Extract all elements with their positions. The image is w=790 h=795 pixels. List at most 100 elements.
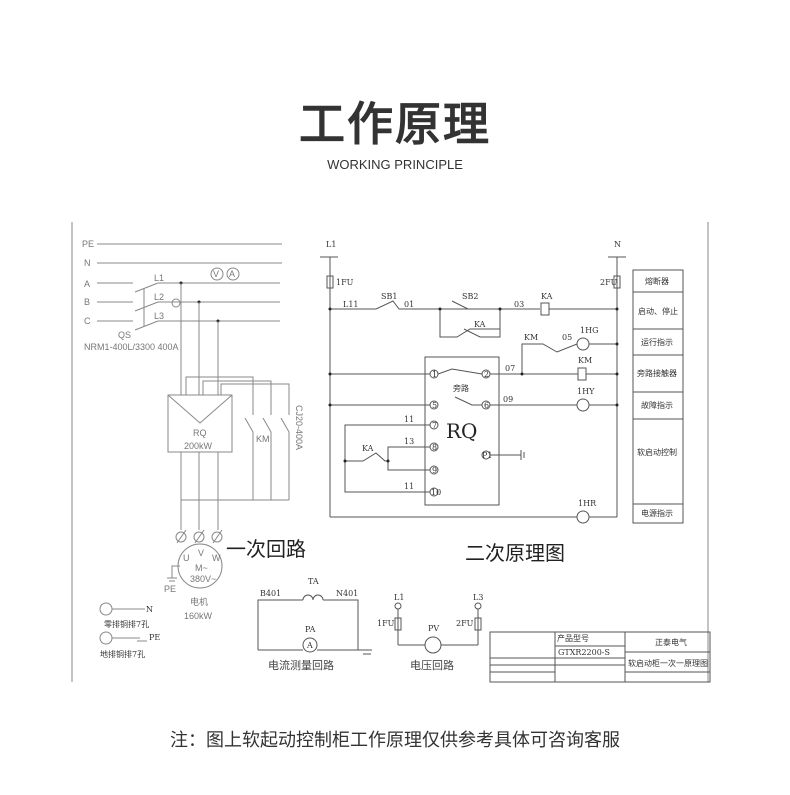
vloop-l3: L3	[473, 593, 483, 602]
terminal-8: 8	[432, 443, 437, 452]
wire-09: 09	[503, 395, 513, 404]
sec-fuse2: 2FU	[600, 278, 618, 287]
product-model: GTXR2200-S	[558, 648, 610, 657]
terminal-9: 9	[432, 466, 437, 475]
terminal-2: 2	[484, 370, 489, 379]
wire-05: 05	[562, 333, 572, 342]
voltmeter-icon	[210, 267, 224, 281]
function-bypass: 旁路接触器	[637, 368, 677, 378]
drawing-name: 软启动柜一次一原理图	[628, 658, 708, 668]
vloop-fuse1: 1FU	[377, 619, 395, 628]
legend-n-desc: 零排铜排7孔	[104, 619, 149, 629]
wire-01: 01	[404, 300, 414, 309]
motor-terminal-v: V	[198, 548, 204, 558]
wire-n401: N401	[336, 589, 358, 598]
ammeter-icon	[226, 267, 240, 281]
function-start-stop: 启动、停止	[638, 306, 678, 316]
lamp-1hr-label: 1HR	[578, 499, 597, 508]
pa-symbol: A	[306, 641, 313, 650]
busbar-legend: N 零排铜排7孔 PE 地排铜排7孔	[99, 602, 160, 659]
primary-section-label: 一次回路	[226, 537, 306, 561]
softstarter-box	[167, 394, 233, 453]
contactor-model: CJ20-400A	[294, 405, 304, 450]
function-running: 运行指示	[641, 337, 673, 347]
km-coil-icon	[577, 367, 587, 381]
rq-controller-box	[424, 356, 500, 506]
bus-pe-label: PE	[82, 239, 94, 249]
page-subtitle: WORKING PRINCIPLE	[327, 157, 463, 172]
phase-l1-label: L1	[154, 273, 164, 283]
ct-icon	[171, 298, 181, 308]
breaker-label: QS	[118, 330, 131, 340]
secondary-section-label: 二次原理图	[465, 541, 565, 565]
bus-n-label: N	[84, 258, 91, 268]
wire-11a: 11	[404, 415, 414, 424]
motor-label: 电机	[190, 596, 208, 607]
ammeter-pa-icon	[302, 637, 318, 653]
terminal-1: 1	[432, 370, 437, 379]
bypass-label: 旁路	[453, 383, 469, 393]
function-column: 熔断器 启动、停止 运行指示 旁路接触器 故障指示 软启动控制 电源指示	[632, 269, 684, 524]
voltmeter-label: V	[213, 269, 219, 279]
motor-pe-label: PE	[164, 584, 176, 594]
company-name: 正泰电气	[655, 637, 687, 647]
page-title: 工作原理	[299, 97, 491, 151]
contactor-label: KM	[256, 434, 270, 444]
function-power: 电源指示	[641, 508, 673, 518]
bus-b-label: B	[84, 297, 90, 307]
terminal-10: 10	[431, 488, 441, 497]
terminal-7: 7	[432, 421, 437, 430]
sec-l1: L1	[326, 240, 336, 249]
lamp-1hg-label: 1HG	[580, 326, 598, 335]
primary-circuit: PE N A B C L1 L2 L3 V A QS NRM1-400L/330…	[82, 239, 306, 621]
ka-contact2-label: KA	[362, 444, 374, 453]
wire-l11: L11	[343, 300, 359, 309]
legend-pe: PE	[149, 633, 160, 642]
wire-03: 03	[514, 300, 524, 309]
voltage-loop-label: 电压回路	[410, 659, 454, 672]
terminal-p1: P1	[482, 451, 492, 460]
motor-voltage: 380V~	[190, 574, 216, 584]
ka-coil-label: KA	[541, 292, 553, 301]
rq-label: RQ	[446, 419, 477, 443]
softstarter-power: 200kW	[184, 441, 213, 451]
motor-terminal-u: U	[183, 553, 190, 563]
voltage-loop: L1 L3 1FU 2FU PV 电压回路	[377, 593, 483, 672]
ammeter-label: A	[229, 269, 235, 279]
legend-pe-desc: 地排铜排7孔	[100, 649, 145, 659]
footer-note: 注：图上软起动控制柜工作原理仅供参考具体可咨询客服	[170, 730, 620, 751]
legend-n: N	[146, 605, 153, 614]
ta-coil-icon	[302, 594, 324, 601]
wire-11b: 11	[404, 482, 414, 491]
vloop-fuse2: 2FU	[456, 619, 474, 628]
lamp-1hy-icon	[576, 398, 590, 412]
bus-c-label: C	[84, 316, 91, 326]
lamp-1hy-label: 1HY	[577, 387, 595, 396]
km-contact-label: KM	[524, 333, 538, 342]
secondary-circuit: L1 N 1FU 2FU L11 SB1 01 SB2 03 KA KA KM …	[320, 240, 684, 565]
pa-label: PA	[305, 625, 316, 634]
ta-label: TA	[308, 577, 319, 586]
vloop-l1: L1	[394, 593, 404, 602]
sb1-label: SB1	[381, 292, 397, 301]
sb2-label: SB2	[462, 292, 478, 301]
ka-contact-label: KA	[474, 320, 486, 329]
terminal-6: 6	[484, 401, 489, 410]
lamp-1hr-icon	[576, 510, 590, 524]
sec-n: N	[614, 240, 621, 249]
title-block: 产品型号 GTXR2200-S 正泰电气 软启动柜一次一原理图	[489, 631, 711, 683]
wire-b401: B401	[260, 589, 281, 598]
voltmeter-pv-icon	[424, 636, 442, 654]
wire-07: 07	[505, 364, 515, 373]
function-fault: 故障指示	[641, 400, 673, 410]
pv-label: PV	[428, 624, 439, 633]
km-coil-label: KM	[578, 356, 592, 365]
breaker-model: NRM1-400L/3300 400A	[84, 342, 179, 352]
current-measure-loop: B401 TA N401 A PA 电流测量回路	[257, 577, 372, 672]
sec-fuse1: 1FU	[336, 278, 354, 287]
terminal-5: 5	[432, 401, 437, 410]
ka-coil-icon	[540, 302, 550, 316]
function-fuse: 熔断器	[645, 276, 669, 286]
phase-l2-label: L2	[154, 292, 164, 302]
